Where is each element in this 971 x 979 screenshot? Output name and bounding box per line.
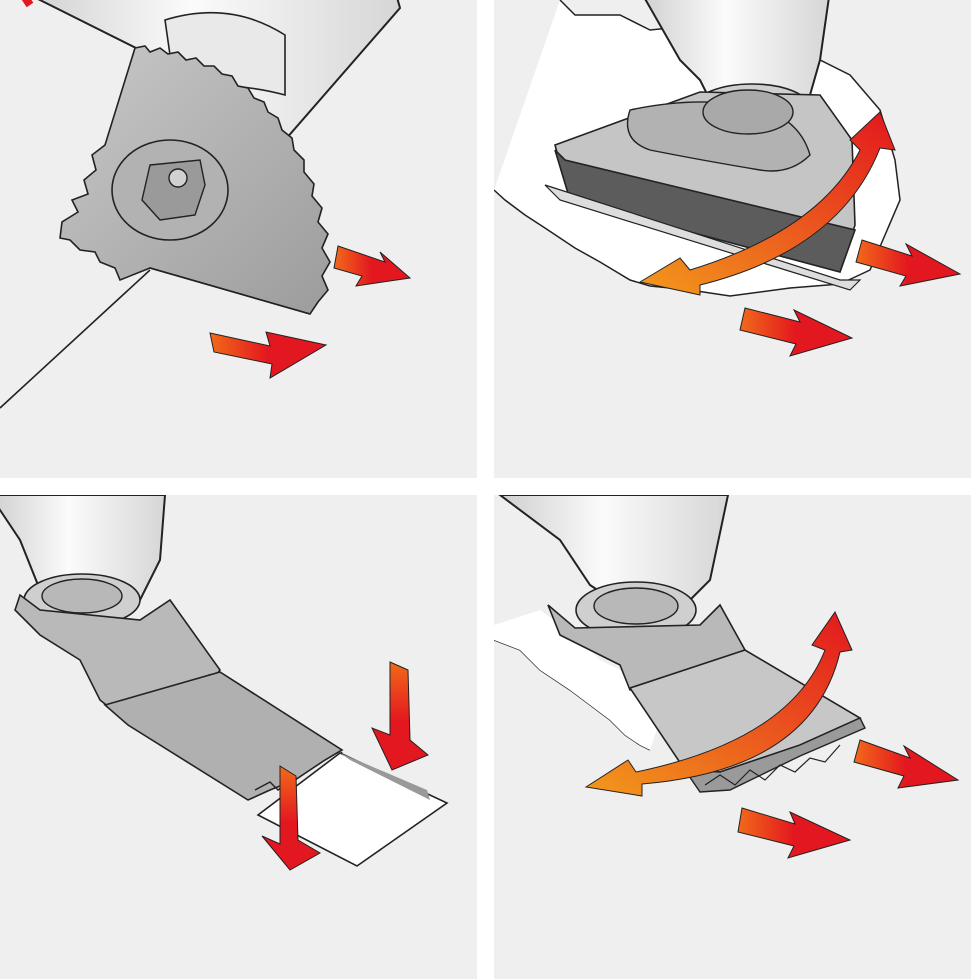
blade-mount bbox=[593, 587, 679, 625]
pad-mount bbox=[702, 89, 794, 135]
scraped-material bbox=[494, 610, 660, 750]
workpiece-edge bbox=[0, 269, 151, 409]
oscillation-arc bbox=[584, 610, 853, 797]
panel-saw-cut bbox=[0, 0, 412, 409]
mount-bolt-icon bbox=[168, 168, 188, 188]
plunge-arrow-right bbox=[371, 661, 429, 771]
edge-debris bbox=[704, 744, 841, 786]
feed-arrow-upper bbox=[333, 245, 412, 287]
panel-plunge-cut bbox=[0, 495, 449, 871]
plunge-arrow-left bbox=[261, 765, 321, 871]
sanding-sheet bbox=[544, 184, 862, 291]
power-indicator-icon bbox=[21, 0, 34, 8]
scraper-edge bbox=[683, 717, 866, 793]
mount-star bbox=[141, 159, 206, 221]
feed-arrow-bottom bbox=[739, 307, 854, 357]
feed-arrow-right bbox=[855, 239, 962, 287]
blade-mount bbox=[41, 578, 123, 614]
oscillation-arc bbox=[638, 111, 896, 296]
panel-sanding bbox=[494, 0, 971, 478]
hole-wall bbox=[340, 753, 430, 800]
feed-arrow-lower bbox=[209, 331, 328, 379]
feed-arrow-bottom bbox=[737, 807, 852, 859]
blade-cut-edge bbox=[149, 267, 311, 315]
panel-scraping bbox=[494, 495, 960, 859]
sanded-area bbox=[494, 0, 971, 478]
feed-arrow-right bbox=[853, 739, 960, 789]
